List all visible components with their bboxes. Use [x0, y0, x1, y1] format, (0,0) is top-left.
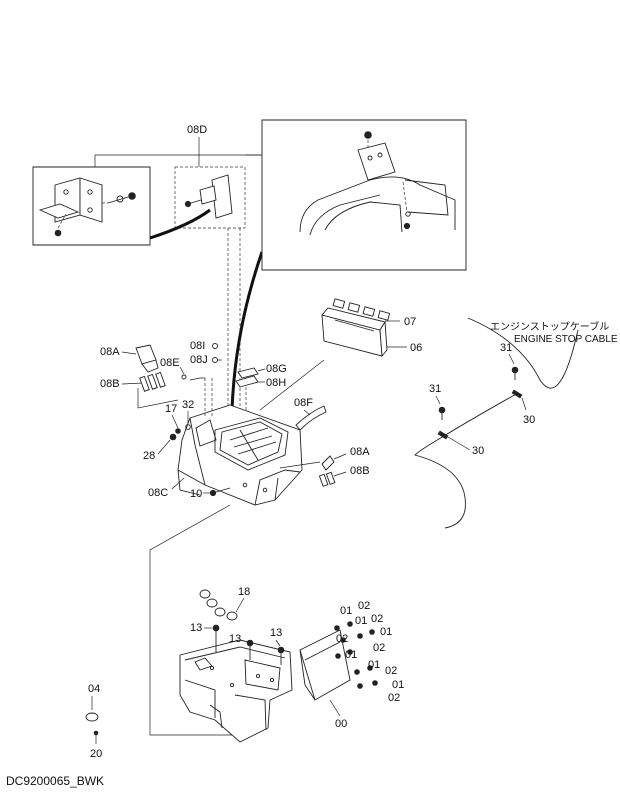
parts-08G-08H: 08G 08H — [235, 363, 287, 410]
label-18: 18 — [238, 586, 250, 598]
label-08J: 08J — [190, 354, 208, 366]
label-08H: 08H — [266, 377, 286, 389]
label-28: 28 — [143, 450, 155, 462]
label-04: 04 — [88, 683, 100, 695]
part-08F: 08F — [294, 397, 327, 431]
label-02-f: 02 — [388, 692, 400, 704]
label-20: 20 — [90, 748, 102, 760]
label-08A-right: 08A — [350, 446, 370, 458]
label-01-c: 01 — [380, 626, 392, 638]
label-01-a: 01 — [340, 605, 352, 617]
engine-stop-cable: エンジンストップケーブル ENGINE STOP CABLE 31 30 31 … — [414, 317, 618, 529]
parts-08C-10: 08C 10 — [148, 477, 231, 500]
label-08B-top: 08B — [100, 378, 120, 390]
label-32: 32 — [182, 399, 194, 411]
label-02-a: 02 — [358, 600, 370, 612]
label-01-e: 01 — [368, 659, 380, 671]
label-02-d: 02 — [373, 642, 385, 654]
label-06: 06 — [410, 342, 422, 354]
label-08A-top: 08A — [100, 346, 120, 358]
label-08E: 08E — [160, 357, 180, 369]
label-00: 00 — [335, 718, 347, 730]
label-31-mid: 31 — [429, 383, 441, 395]
label-13-c: 13 — [270, 627, 282, 639]
label-01-f: 01 — [392, 679, 404, 691]
cover-assembly: 00 01 02 01 02 02 01 02 01 01 02 01 02 — [299, 600, 404, 730]
label-02-e: 02 — [385, 665, 397, 677]
cab-detail-inset — [245, 119, 467, 271]
switch-panel: 07 06 — [259, 298, 422, 411]
connector-line-left — [149, 208, 211, 240]
right-small-parts: 08A 08B — [279, 446, 370, 487]
label-13-b: 13 — [229, 633, 241, 645]
label-08B-right: 08B — [350, 465, 370, 477]
engine-stop-cable-jp: エンジンストップケーブル — [490, 320, 609, 333]
bracket-detail-inset — [32, 154, 265, 246]
label-02-c: 02 — [336, 633, 348, 645]
console-assembly — [177, 378, 303, 506]
label-07: 07 — [404, 316, 416, 328]
label-31-top: 31 — [500, 342, 512, 354]
label-08G: 08G — [266, 363, 287, 375]
label-30-top: 30 — [523, 414, 535, 426]
lower-frame-assembly: 18 13 13 13 04 20 — [85, 504, 293, 760]
drawing-code: DC9200065_BWK — [6, 774, 104, 788]
connector-line-right — [230, 251, 264, 411]
label-02-b: 02 — [371, 613, 383, 625]
parts-32-17-28: 32 17 28 — [143, 399, 194, 462]
parts-08I-08J: 08I 08J — [190, 340, 222, 366]
label-10: 10 — [190, 488, 202, 500]
label-30-mid: 30 — [472, 445, 484, 457]
label-17: 17 — [165, 403, 177, 415]
label-08F: 08F — [294, 397, 313, 409]
label-08I: 08I — [190, 340, 205, 352]
label-01-b: 01 — [355, 615, 367, 627]
label-08D: 08D — [187, 124, 207, 136]
label-08C: 08C — [148, 487, 168, 499]
left-small-parts: 08A 08B 08E — [100, 344, 205, 409]
engine-stop-cable-en: ENGINE STOP CABLE — [514, 334, 618, 345]
label-13-a: 13 — [190, 622, 202, 634]
label-01-d: 01 — [345, 649, 357, 661]
